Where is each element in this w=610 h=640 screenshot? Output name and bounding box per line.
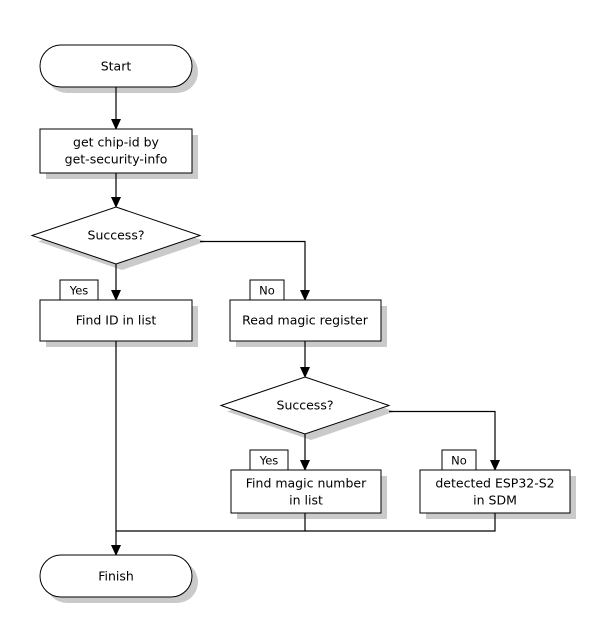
edge-label-success1-no-text: No: [259, 284, 275, 298]
arrowhead-read-magic: [300, 290, 310, 301]
node-success-2[interactable]: Success?: [219, 376, 391, 435]
arrowhead-find-magic: [300, 460, 310, 471]
edge-label-success2-yes: Yes: [249, 449, 289, 471]
arrowhead-getchipid: [111, 119, 121, 130]
node-detected-esp32-s2-label-line1: detected ESP32-S2: [435, 476, 554, 491]
node-detected-esp32-s2[interactable]: detected ESP32-S2 in SDM: [419, 469, 571, 514]
node-detected-esp32-s2-label-line2: in SDM: [473, 493, 517, 508]
edge-label-success1-no: No: [249, 279, 285, 301]
node-finish[interactable]: Finish: [39, 554, 193, 598]
arrowhead-finish: [111, 545, 121, 556]
edge-label-success1-yes: Yes: [59, 279, 99, 301]
connector-detected-to-bus: [305, 513, 496, 532]
node-find-id-in-list-label: Find ID in list: [76, 313, 157, 328]
node-start[interactable]: Start: [39, 44, 193, 88]
node-success-1-label: Success?: [88, 228, 145, 243]
node-finish-label: Finish: [98, 569, 134, 584]
arrowhead-detected: [490, 460, 500, 471]
arrowhead-success2: [300, 367, 310, 378]
edge-label-layer: Yes No Yes No: [59, 279, 477, 471]
arrowhead-success1: [111, 197, 121, 208]
node-success-2-label: Success?: [277, 398, 334, 413]
node-get-chip-id-label-line1: get chip-id by: [73, 135, 160, 150]
edge-label-success2-yes-text: Yes: [259, 454, 279, 468]
node-start-label: Start: [101, 59, 132, 74]
edge-label-success2-no: No: [441, 449, 477, 471]
node-get-chip-id-label-line2: get-security-info: [65, 152, 168, 167]
node-read-magic-register[interactable]: Read magic register: [229, 299, 382, 342]
shape-layer: Start get chip-id by get-security-info S…: [30, 44, 571, 598]
node-find-magic-number[interactable]: Find magic number in list: [230, 469, 382, 514]
connector-success1-no: [200, 240, 306, 294]
node-success-1[interactable]: Success?: [30, 206, 202, 265]
arrowhead-find-id: [111, 290, 121, 301]
node-find-magic-number-label-line1: Find magic number: [246, 476, 367, 491]
node-find-id-in-list[interactable]: Find ID in list: [39, 299, 193, 342]
edge-label-success1-yes-text: Yes: [69, 284, 89, 298]
edge-label-success2-no-text: No: [451, 454, 467, 468]
connector-layer: [111, 87, 500, 556]
node-find-magic-number-label-line2: in list: [289, 493, 323, 508]
node-read-magic-register-label: Read magic register: [242, 313, 369, 328]
node-get-chip-id[interactable]: get chip-id by get-security-info: [39, 128, 193, 174]
connector-success2-no: [389, 410, 496, 464]
